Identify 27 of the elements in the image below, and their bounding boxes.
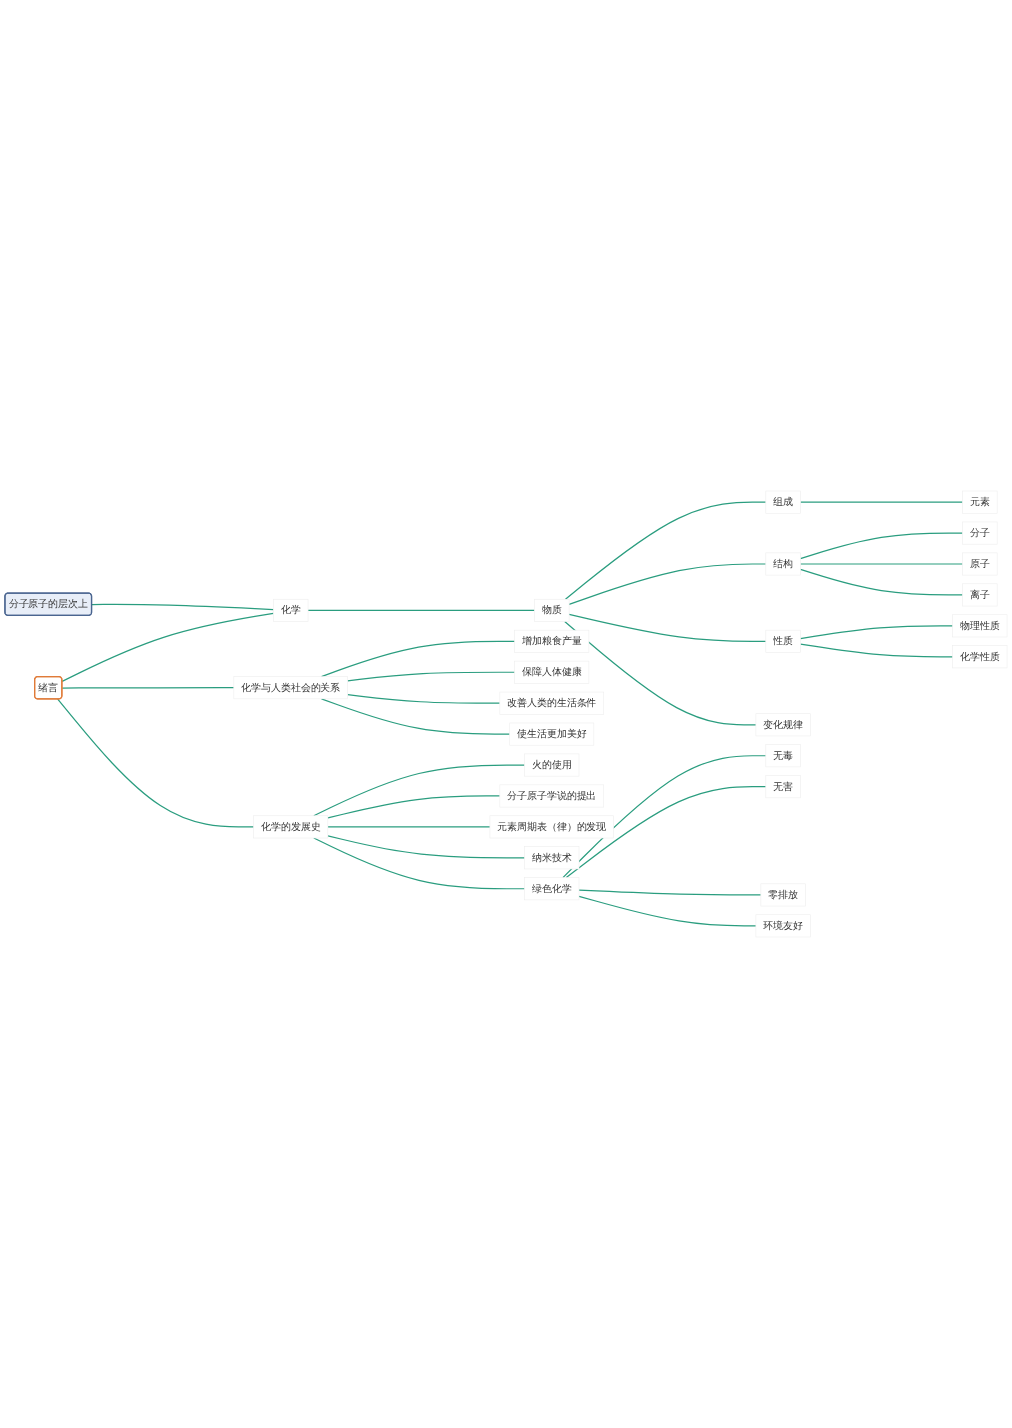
- connector: [565, 786, 767, 879]
- connector: [320, 698, 511, 735]
- connector: [347, 693, 501, 704]
- connector: [799, 643, 954, 658]
- connector: [799, 501, 964, 503]
- connector: [313, 764, 526, 817]
- connector: [347, 671, 516, 682]
- connector: [307, 609, 536, 611]
- connector: [57, 698, 255, 828]
- connector: [327, 835, 526, 859]
- connector: [578, 895, 757, 927]
- connector: [320, 640, 516, 678]
- connector: [327, 826, 491, 828]
- connector: [799, 625, 954, 640]
- connector: [61, 612, 275, 682]
- connector: [568, 563, 767, 605]
- connector: [564, 620, 757, 726]
- connector: [799, 568, 964, 596]
- connector: [578, 889, 762, 896]
- connector: [564, 501, 767, 600]
- connector: [799, 532, 964, 560]
- connector: [313, 837, 526, 890]
- connector: [568, 613, 767, 642]
- connector: [562, 755, 767, 879]
- connector: [91, 603, 275, 611]
- connector: [61, 687, 235, 689]
- connector: [327, 795, 501, 819]
